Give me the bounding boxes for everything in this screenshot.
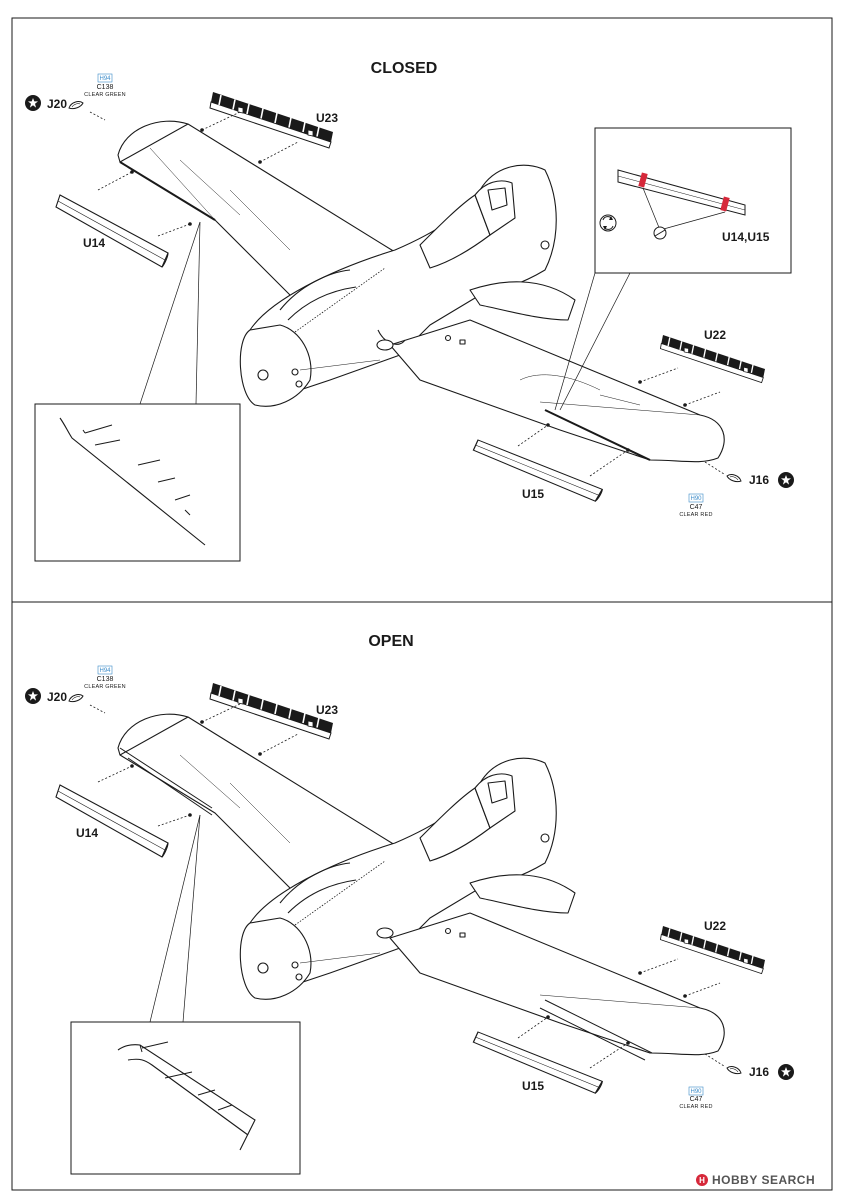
- part-number: C47: [690, 1096, 703, 1103]
- star-roundel-icon: [778, 472, 794, 488]
- label-j20: J20: [47, 690, 67, 704]
- label-u22: U22: [704, 328, 726, 342]
- color-name: CLEAR RED: [679, 512, 712, 518]
- label-u23: U23: [316, 703, 338, 717]
- leader-u14: [97, 171, 191, 237]
- watermark: H HOBBY SEARCH: [696, 1173, 815, 1187]
- left-light-open: J20 H94 C138 CLEAR GREEN: [25, 665, 126, 714]
- label-u14: U14: [83, 236, 105, 250]
- aircraft-open: [117, 713, 725, 1061]
- closed-red-mark-inset: U14,U15: [554, 127, 792, 411]
- paint-code-box: [688, 1086, 704, 1096]
- aircraft-closed: [117, 120, 725, 463]
- leader-u22: [639, 958, 721, 997]
- leader-u22: [639, 367, 721, 406]
- locator-point: [200, 128, 204, 132]
- label-u15: U15: [522, 1079, 544, 1093]
- flap-u14-part: [55, 194, 169, 268]
- leader-u23: [201, 703, 299, 755]
- leader-u23: [201, 111, 299, 163]
- closed-title: CLOSED: [371, 60, 438, 77]
- clear-lens-icon: [726, 1066, 742, 1075]
- paint-code-box: [97, 73, 113, 83]
- label-u14: U14: [76, 826, 98, 840]
- locator-point: [258, 160, 262, 164]
- color-name: CLEAR GREEN: [84, 92, 126, 98]
- open-title: OPEN: [368, 633, 413, 650]
- svg-text:H: H: [699, 1176, 705, 1185]
- leader-u14: [97, 765, 191, 827]
- open-detail-inset: [70, 814, 301, 1175]
- part-number: C47: [690, 504, 703, 511]
- color-name: CLEAR RED: [679, 1104, 712, 1110]
- label-j16: J16: [749, 1065, 769, 1079]
- slat-u22-part: [659, 334, 766, 384]
- paint-code-box: [688, 493, 704, 503]
- clear-lens-icon: [726, 474, 742, 483]
- paint-code: H94: [99, 668, 111, 674]
- label-u15: U15: [522, 487, 544, 501]
- red-mark: [638, 172, 648, 188]
- label-u23: U23: [316, 111, 338, 125]
- paint-code: H94: [99, 76, 111, 82]
- flap-u14-part: [55, 784, 169, 858]
- label-j16: J16: [749, 473, 769, 487]
- left-light-closed: J20 H94 C138 CLEAR GREEN: [25, 73, 126, 121]
- star-roundel-icon: [778, 1064, 794, 1080]
- part-number: C138: [97, 676, 114, 683]
- star-roundel-icon: [25, 95, 41, 111]
- clear-lens-icon: [68, 101, 84, 110]
- hobby-search-logo-icon: [696, 1174, 708, 1186]
- slat-u23-part: [209, 682, 334, 740]
- slat-u23-part: [209, 91, 334, 149]
- paint-code-box: [97, 665, 113, 675]
- closed-detail-inset: [34, 221, 241, 562]
- slat-u22-part: [659, 925, 766, 975]
- sheet-frame: [11, 17, 833, 1191]
- right-light-open: J16 H90 C47 CLEAR RED: [679, 1053, 794, 1110]
- label-u14-u15: U14,U15: [722, 230, 770, 244]
- part-number: C138: [97, 84, 114, 91]
- label-u22: U22: [704, 919, 726, 933]
- clear-lens-icon: [68, 694, 84, 703]
- paint-code: H90: [690, 496, 702, 502]
- rotate-icon: [599, 214, 617, 232]
- paint-code: H90: [690, 1089, 702, 1095]
- open-panel: OPEN: [25, 633, 794, 1175]
- right-light-closed: J16 H90 C47 CLEAR RED: [679, 461, 794, 518]
- watermark-text: HOBBY SEARCH: [712, 1173, 815, 1187]
- star-roundel-icon: [25, 688, 41, 704]
- closed-panel: CLOSED: [25, 60, 794, 562]
- red-mark: [720, 196, 730, 212]
- label-j20: J20: [47, 97, 67, 111]
- color-name: CLEAR GREEN: [84, 684, 126, 690]
- leader-u15: [517, 1016, 629, 1069]
